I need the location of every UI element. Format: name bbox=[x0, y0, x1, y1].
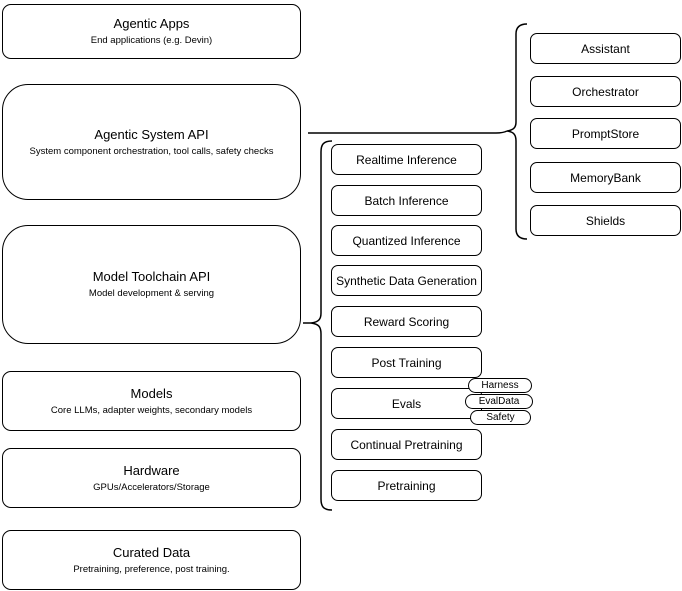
node-label: Quantized Inference bbox=[352, 233, 461, 248]
pill-label: Safety bbox=[486, 412, 515, 423]
node-orchestrator: Orchestrator bbox=[530, 76, 681, 107]
node-evals: Evals bbox=[331, 388, 482, 419]
node-subtitle: Pretraining, preference, post training. bbox=[73, 563, 230, 575]
node-title: Curated Data bbox=[112, 544, 191, 560]
node-title: Hardware bbox=[123, 462, 180, 478]
node-shields: Shields bbox=[530, 205, 681, 236]
system-components-brace bbox=[506, 23, 528, 240]
node-memorybank: MemoryBank bbox=[530, 162, 681, 193]
node-promptstore: PromptStore bbox=[530, 118, 681, 149]
node-title: Agentic System API bbox=[94, 126, 209, 142]
node-models: Models Core LLMs, adapter weights, secon… bbox=[2, 371, 301, 431]
node-reward-scoring: Reward Scoring bbox=[331, 306, 482, 337]
node-label: Reward Scoring bbox=[363, 314, 450, 329]
node-label: Assistant bbox=[581, 41, 630, 56]
node-title: Model Toolchain API bbox=[92, 269, 211, 284]
node-label: Shields bbox=[585, 213, 626, 228]
pill-harness: Harness bbox=[468, 378, 532, 393]
node-label: PromptStore bbox=[571, 126, 640, 141]
node-label: MemoryBank bbox=[570, 170, 641, 185]
node-post-training: Post Training bbox=[331, 347, 482, 378]
node-subtitle: System component orchestration, tool cal… bbox=[29, 145, 274, 157]
node-agentic-system-api: Agentic System API System component orch… bbox=[2, 84, 301, 200]
node-title: Agentic Apps bbox=[113, 16, 190, 31]
pill-label: Harness bbox=[481, 380, 519, 391]
node-assistant: Assistant bbox=[530, 33, 681, 64]
pill-label: EvalData bbox=[478, 396, 520, 407]
node-title: Models bbox=[130, 385, 173, 401]
pill-evaldata: EvalData bbox=[465, 394, 533, 409]
node-label: Realtime Inference bbox=[356, 152, 457, 167]
node-label: Synthetic Data Generation bbox=[336, 273, 477, 288]
toolchain-group-brace bbox=[310, 140, 333, 511]
node-label: Continual Pretraining bbox=[350, 437, 463, 452]
node-label: Evals bbox=[391, 396, 422, 411]
node-quantized-inference: Quantized Inference bbox=[331, 225, 482, 256]
system-api-brace-connector bbox=[308, 130, 508, 134]
node-label: Pretraining bbox=[377, 478, 436, 493]
pill-safety: Safety bbox=[470, 410, 531, 425]
node-realtime-inference: Realtime Inference bbox=[331, 144, 482, 175]
node-synthetic-data-generation: Synthetic Data Generation bbox=[331, 265, 482, 296]
node-continual-pretraining: Continual Pretraining bbox=[331, 429, 482, 460]
node-hardware: Hardware GPUs/Accelerators/Storage bbox=[2, 448, 301, 508]
node-agentic-apps: Agentic Apps End applications (e.g. Devi… bbox=[2, 4, 301, 59]
node-curated-data: Curated Data Pretraining, preference, po… bbox=[2, 530, 301, 590]
node-batch-inference: Batch Inference bbox=[331, 185, 482, 216]
node-subtitle: Model development & serving bbox=[88, 288, 215, 299]
node-subtitle: Core LLMs, adapter weights, secondary mo… bbox=[50, 404, 253, 416]
node-label: Batch Inference bbox=[364, 193, 449, 208]
node-subtitle: End applications (e.g. Devin) bbox=[90, 35, 213, 46]
node-subtitle: GPUs/Accelerators/Storage bbox=[93, 481, 210, 493]
node-label: Post Training bbox=[371, 355, 442, 370]
node-model-toolchain-api: Model Toolchain API Model development & … bbox=[2, 225, 301, 344]
node-label: Orchestrator bbox=[572, 84, 639, 99]
node-pretraining: Pretraining bbox=[331, 470, 482, 501]
